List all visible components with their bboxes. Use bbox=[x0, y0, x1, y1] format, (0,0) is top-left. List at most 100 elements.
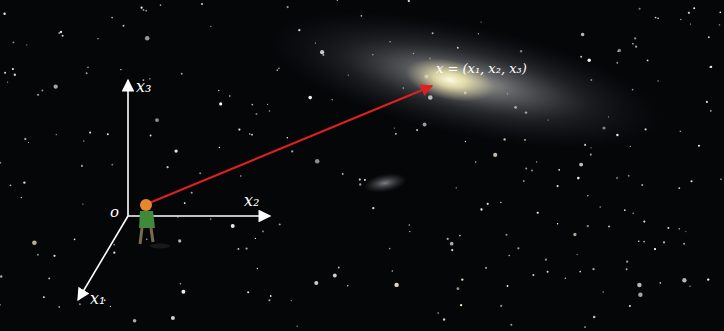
star bbox=[58, 306, 60, 308]
axis-label: x₂ bbox=[244, 192, 259, 210]
star bbox=[394, 283, 398, 287]
star bbox=[678, 228, 680, 230]
star bbox=[247, 291, 249, 293]
star bbox=[638, 293, 642, 297]
star bbox=[693, 7, 695, 9]
star bbox=[113, 244, 115, 246]
star bbox=[647, 60, 649, 62]
axis-label: x₃ bbox=[136, 78, 151, 96]
star bbox=[389, 248, 391, 250]
position-vector bbox=[142, 86, 432, 206]
star bbox=[581, 33, 585, 37]
star bbox=[641, 184, 643, 186]
star bbox=[632, 212, 634, 214]
star bbox=[210, 26, 211, 27]
star bbox=[7, 82, 8, 83]
star bbox=[584, 326, 586, 328]
star bbox=[145, 10, 147, 12]
star bbox=[475, 161, 477, 163]
star bbox=[180, 283, 182, 285]
star bbox=[556, 185, 558, 187]
star bbox=[638, 240, 640, 242]
star bbox=[710, 66, 712, 68]
star bbox=[576, 254, 577, 255]
star bbox=[593, 316, 596, 319]
star bbox=[0, 304, 1, 305]
star bbox=[43, 296, 45, 298]
star bbox=[629, 305, 631, 307]
star bbox=[565, 277, 567, 279]
star bbox=[23, 181, 25, 183]
star bbox=[680, 19, 681, 20]
star bbox=[269, 110, 271, 112]
star bbox=[416, 129, 418, 131]
star bbox=[210, 218, 212, 220]
star bbox=[107, 133, 109, 135]
star bbox=[456, 287, 459, 290]
star bbox=[314, 281, 318, 285]
star bbox=[608, 225, 610, 227]
star bbox=[97, 38, 98, 39]
star bbox=[628, 175, 630, 177]
star bbox=[82, 203, 83, 204]
star bbox=[166, 166, 168, 168]
star bbox=[74, 238, 76, 240]
star bbox=[635, 46, 637, 48]
star bbox=[531, 169, 533, 171]
star bbox=[626, 261, 628, 263]
star bbox=[54, 85, 58, 89]
star bbox=[680, 131, 682, 133]
star bbox=[331, 99, 333, 101]
star bbox=[690, 180, 692, 182]
star bbox=[12, 68, 14, 70]
star bbox=[719, 24, 721, 26]
star bbox=[480, 208, 482, 210]
star bbox=[558, 169, 560, 171]
star bbox=[268, 299, 270, 301]
star bbox=[256, 113, 258, 115]
star bbox=[508, 255, 510, 257]
star bbox=[56, 134, 57, 135]
star bbox=[181, 290, 185, 294]
star bbox=[308, 96, 312, 100]
star bbox=[706, 101, 708, 103]
star bbox=[517, 247, 519, 249]
star bbox=[447, 238, 449, 240]
star bbox=[0, 162, 1, 164]
star bbox=[219, 147, 220, 148]
star bbox=[409, 224, 410, 225]
star bbox=[199, 172, 201, 174]
star bbox=[688, 12, 690, 14]
star bbox=[465, 141, 466, 142]
star bbox=[278, 67, 280, 69]
star bbox=[720, 178, 722, 180]
star bbox=[547, 271, 549, 273]
star bbox=[257, 268, 259, 270]
star bbox=[682, 278, 686, 282]
star bbox=[237, 248, 239, 250]
star bbox=[450, 242, 454, 246]
star bbox=[685, 231, 686, 232]
star bbox=[364, 179, 366, 181]
star bbox=[500, 305, 502, 307]
star bbox=[291, 150, 293, 152]
star bbox=[624, 209, 626, 211]
star bbox=[0, 275, 2, 278]
star bbox=[87, 66, 88, 67]
point-label: x = (x₁, x₂, x₃) bbox=[436, 62, 527, 76]
star bbox=[689, 286, 690, 287]
origin-label: o bbox=[110, 204, 119, 221]
star bbox=[28, 142, 29, 143]
star bbox=[37, 254, 39, 256]
star bbox=[643, 241, 645, 243]
star bbox=[218, 90, 219, 91]
star bbox=[537, 212, 539, 214]
star bbox=[41, 90, 43, 92]
star bbox=[347, 285, 348, 286]
star bbox=[592, 268, 594, 270]
star bbox=[160, 4, 162, 6]
star bbox=[279, 223, 281, 225]
star bbox=[626, 268, 628, 270]
